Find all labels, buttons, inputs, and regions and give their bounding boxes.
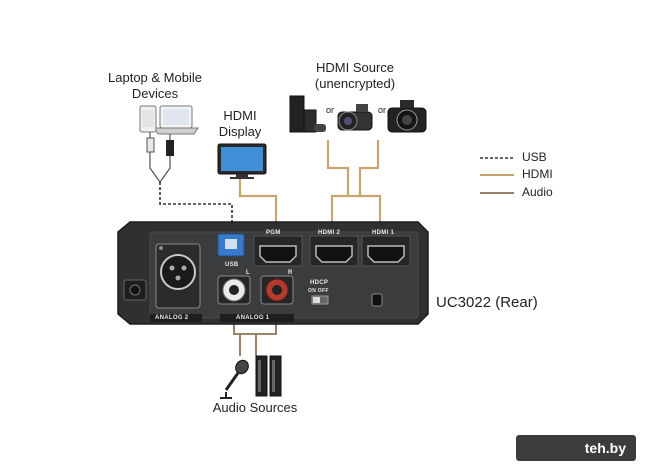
watermark-text: teh.by — [584, 440, 626, 456]
mobile-cable — [159, 132, 171, 183]
laptop-mobile-label: Laptop & Mobile Devices — [108, 70, 202, 101]
hdmi-source-label: HDMI Source (unencrypted) — [314, 60, 396, 91]
hdmi-2-port-label: HDMI 2 — [318, 230, 341, 236]
mobile-phone-icon — [139, 105, 157, 133]
hdcp-label: HDCP — [310, 280, 329, 286]
usb-plug-1 — [146, 137, 155, 153]
hdmi-display-cable — [238, 176, 278, 230]
speaker-icon — [255, 355, 282, 397]
device-name-label: UC3022 (Rear) — [436, 294, 538, 311]
usb-port-label: USB — [225, 262, 239, 268]
legend-audio: Audio — [522, 185, 553, 199]
laptop-icon — [153, 105, 199, 135]
hdmi-pgm-port — [259, 245, 297, 263]
analog-1-label: ANALOG 1 — [236, 315, 270, 321]
usb-plug-2 — [166, 140, 174, 156]
audio-r-label: R — [288, 270, 293, 276]
hdmi-1-port — [367, 245, 405, 263]
or-label-1: or — [326, 105, 335, 115]
legend-hdmi: HDMI — [522, 167, 553, 181]
audio-l-label: L — [246, 270, 250, 276]
pgm-port-label: PGM — [266, 230, 281, 236]
hdcp-on-off-label: ON OFF — [308, 288, 329, 294]
audio-cable-mic — [239, 333, 256, 356]
dslr-camera-icon — [387, 100, 427, 133]
hdmi-source-cable-2 — [358, 140, 380, 196]
hdmi-1-port-label: HDMI 1 — [372, 230, 395, 236]
hdmi-2-port — [315, 245, 353, 263]
analog-2-label: ANALOG 2 — [155, 315, 189, 321]
usb-cable — [159, 182, 233, 232]
xlr-input — [160, 254, 196, 290]
security-slot — [371, 293, 383, 307]
or-label-2: or — [378, 105, 387, 115]
audio-sources-label: Audio Sources — [212, 400, 298, 415]
camcorder-icon — [337, 104, 373, 131]
hdmi-display-label: HDMI Display — [218, 108, 262, 139]
monitor-icon — [217, 143, 267, 179]
hdmi-source-cable-1 — [326, 140, 350, 230]
legend-usb: USB — [522, 150, 547, 164]
game-console-icon — [289, 95, 326, 133]
watermark-badge: teh.by — [516, 435, 636, 461]
hdmi-source-cable-1b — [348, 194, 382, 230]
microphone-icon — [220, 359, 249, 399]
